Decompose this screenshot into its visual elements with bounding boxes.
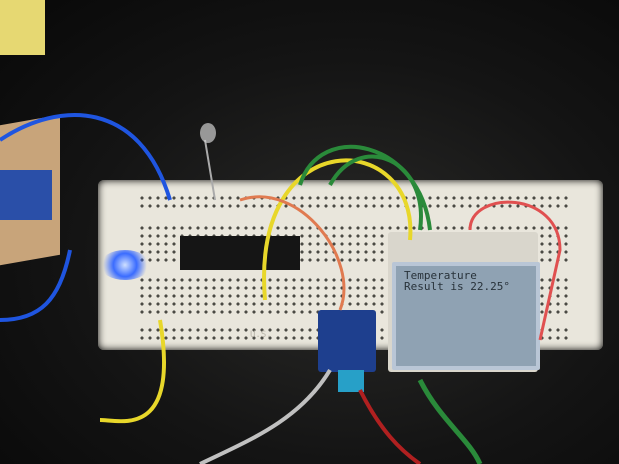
yellow-wire	[262, 158, 413, 301]
yellow-wire-2	[99, 319, 167, 424]
red-cable	[358, 389, 422, 464]
led-lead	[204, 139, 216, 201]
green-wire	[298, 144, 432, 231]
green-cable	[417, 378, 483, 464]
blue-connector	[0, 170, 52, 220]
red-wire	[468, 200, 562, 341]
lcd-line-1: Temperature	[404, 269, 477, 282]
gray-wire	[199, 368, 332, 464]
orange-wire	[239, 195, 346, 311]
ic-chip	[180, 236, 300, 270]
yellow-object	[0, 0, 45, 55]
lcd-line-2: Result is 22.25°	[404, 280, 510, 293]
blue-wire	[0, 113, 172, 201]
blue-wire-2	[0, 249, 72, 322]
green-wire-2	[328, 154, 423, 231]
sensor-module	[318, 310, 376, 372]
breadboard-mark: U.S.	[250, 330, 272, 340]
clear-led	[200, 123, 216, 143]
screw-terminal	[338, 370, 364, 392]
blue-led-glow	[100, 250, 150, 280]
